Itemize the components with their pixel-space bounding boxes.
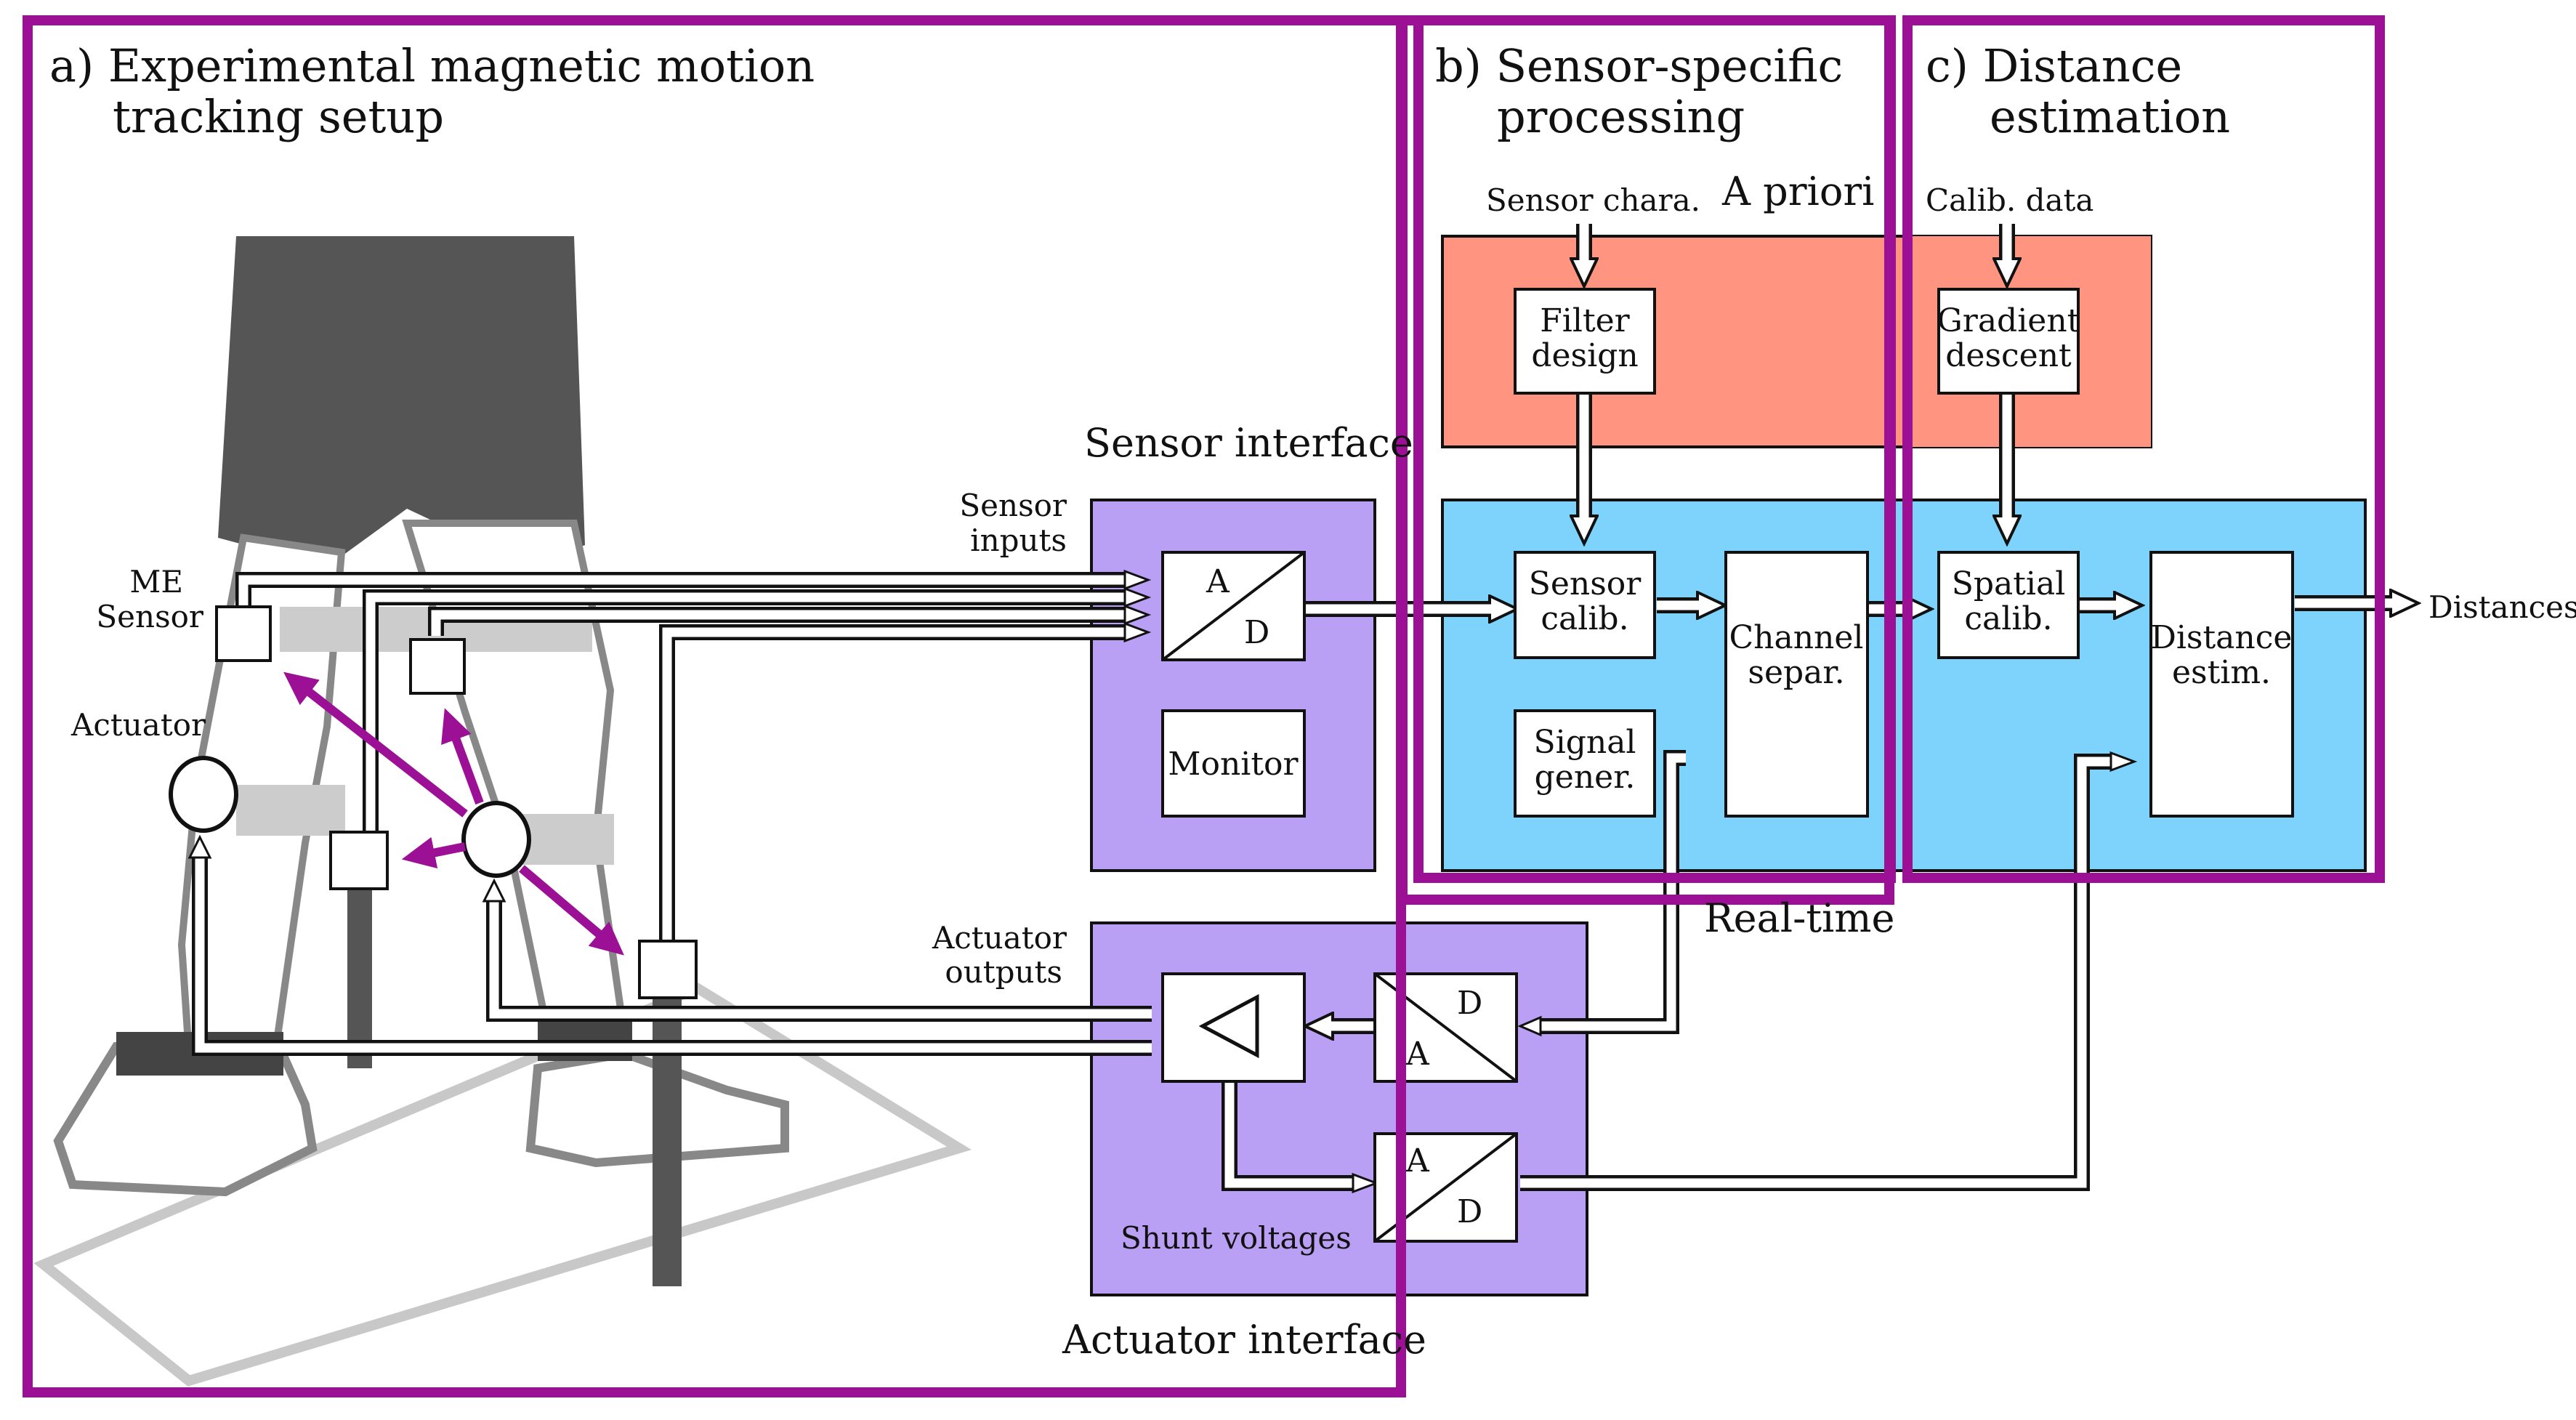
filter-design-text-1: Filter [1540,302,1630,339]
actuator-outputs-label-2: outputs [945,954,1062,990]
hollow-signal-lines [192,572,2111,1191]
actuator-outputs-label-1: Actuator [932,920,1067,956]
distances-label: Distances [2428,589,2576,625]
sensor-calib-text-2: calib. [1541,600,1628,637]
field-arrows [283,671,624,956]
spatial-calib-block [1937,551,2080,659]
gradient-descent-text-2: descent [1945,337,2072,374]
spatial-calib-text-2: calib. [1964,600,2052,637]
floor-outline [33,983,972,1387]
dac-d-letter: D [1457,985,1482,1022]
channel-separ-text-2: separ. [1748,654,1844,691]
a-priori-label: A priori [1721,169,1874,214]
panel-a-title-line2: tracking setup [113,90,444,143]
gradient-descent-text-1: Gradient [1937,302,2080,339]
me-sensor-square-3 [329,831,389,890]
adc-block [1161,551,1306,661]
dac-a-letter: A [1405,1036,1430,1073]
panel-a-title-line1: a) Experimental magnetic motion [49,39,815,92]
me-sensor-square-4 [638,940,698,999]
adc-a-letter: A [1206,563,1230,600]
me-sensor-label-1: ME [129,564,183,600]
shank-band-left [236,785,345,836]
distance-estim-text-1: Distance [2151,619,2293,656]
monitor-block [1161,709,1306,818]
bus-arrowheads [187,569,2138,1194]
channel-separ-block [1724,551,1869,818]
sensor-inputs-label-1: Sensor [959,488,1067,523]
real-time-label: Real-time [1704,895,1894,941]
filter-design-block [1514,288,1656,395]
panel-c-title-line2: estimation [1990,90,2230,143]
actuator-circle-2 [461,801,531,878]
sensor-calib-block [1514,551,1656,659]
signal-gener-text-2: gener. [1535,759,1636,796]
post-left [347,879,372,1068]
actuator-circle-1 [169,756,238,833]
signal-gener-block [1514,709,1656,818]
shunt-voltages-label: Shunt voltages [1121,1220,1352,1256]
distance-estim-text-2: estim. [2172,654,2271,691]
filter-design-text-2: design [1531,337,1638,374]
panel-c-title-line1: c) Distance [1926,39,2182,92]
sensor-calib-text-1: Sensor [1529,565,1642,602]
channel-separ-text-1: Channel [1729,619,1863,656]
transducers [169,605,698,999]
panel-b-title-line2: processing [1497,90,1745,143]
gradient-descent-block [1937,288,2080,395]
panel-b-title-line1: b) Sensor-specific [1435,39,1843,92]
post-right [653,981,682,1286]
monitor-text: Monitor [1168,746,1299,783]
shorts-shape [218,236,585,567]
distance-estim-block [2149,551,2294,818]
sensor-inputs-label-2: inputs [970,523,1067,558]
me-sensor-square-1 [215,605,272,662]
short-arrows [1302,224,2395,1026]
adc-d-letter: D [1244,614,1269,651]
calib-data-label: Calib. data [1926,182,2093,218]
sensor-interface-label: Sensor interface [1084,420,1413,466]
amplifier-block [1161,972,1306,1083]
actuator-label: Actuator [70,707,206,743]
shunt-adc-a-letter: A [1405,1142,1430,1179]
actuator-interface-label: Actuator interface [1062,1317,1426,1363]
signal-gener-text-1: Signal [1533,724,1636,761]
me-sensor-label-2: Sensor [96,599,204,634]
shunt-adc-d-letter: D [1457,1193,1482,1230]
panel-b-inner-frame [1413,15,1896,883]
sensor-chara-label: Sensor chara. [1486,182,1700,218]
panel-c-frame [1902,15,2385,883]
spatial-calib-text-1: Spatial [1952,565,2066,602]
me-sensor-square-2 [409,638,466,695]
